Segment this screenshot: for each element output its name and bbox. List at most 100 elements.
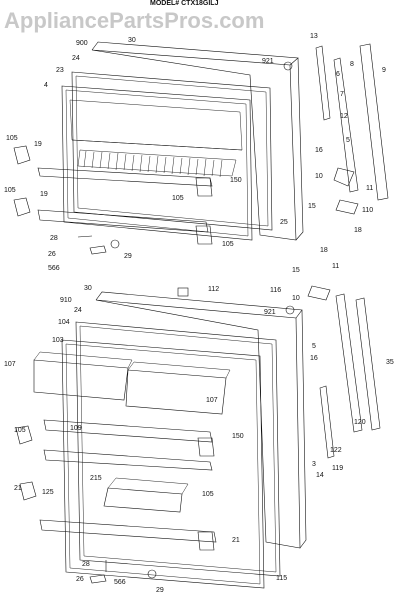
callout-label: 8: [350, 61, 354, 68]
freezer-ribbed-shelf: [77, 149, 237, 178]
callout-label: 110: [362, 207, 373, 214]
callout-label: 105: [222, 241, 234, 248]
freezer-hinge-bar: [315, 45, 331, 121]
freezer-handle-2: [359, 43, 389, 201]
fresh-shim-26: [89, 574, 107, 584]
callout-label: 16: [315, 147, 323, 154]
freezer-door-panel: [91, 49, 297, 241]
fresh-gasket: [75, 321, 281, 577]
callout-label: 105: [4, 187, 16, 194]
fresh-door-panel: [95, 299, 301, 549]
callout-label: 15: [292, 267, 300, 274]
callout-label: 13: [310, 33, 318, 40]
freezer-screw-921: [283, 61, 293, 71]
callout-label: 15: [308, 203, 316, 210]
callout-label: 10: [315, 173, 323, 180]
fresh-hinge-plate: [307, 285, 331, 301]
callout-label: 105: [14, 427, 26, 434]
freezer-left-bracket-2: [13, 197, 31, 217]
freezer-handle-1: [333, 57, 359, 193]
fresh-door-liner: [61, 339, 265, 589]
fresh-hinge-bar: [319, 385, 335, 459]
callout-label: 28: [50, 235, 58, 242]
freezer-gasket: [71, 71, 273, 231]
callout-label: 900: [76, 40, 88, 47]
callout-label: 910: [60, 297, 72, 304]
freezer-shelf-rail-lower: [37, 209, 209, 233]
fresh-rail-bracket-1: [197, 437, 215, 457]
callout-label: 105: [202, 491, 214, 498]
fresh-handle-2: [355, 297, 381, 431]
freezer-rail-bracket-2: [195, 225, 213, 245]
callout-label: 14: [316, 472, 324, 479]
fresh-callout-labels: 30 112 910 116 18 15 11 24 10 921 104 10…: [4, 247, 394, 594]
fresh-bin-right: [125, 369, 227, 415]
freezer-rail-bracket-1: [195, 177, 213, 197]
callout-label: 105: [6, 135, 18, 142]
callout-label: 566: [48, 265, 60, 272]
fresh-shelf-rail-2: [43, 449, 213, 471]
callout-label: 150: [230, 177, 242, 184]
watermark-text: AppliancePartsPros.com: [4, 8, 264, 33]
callout-label: 5: [312, 343, 316, 350]
callout-label: 104: [58, 319, 70, 326]
callout-label: 5: [346, 137, 350, 144]
freezer-left-bracket-1: [13, 145, 31, 165]
fresh-food-door-assembly: [15, 285, 381, 589]
fresh-shelf-rail-1: [43, 419, 213, 443]
callout-label: 21: [14, 485, 22, 492]
callout-label: 112: [208, 286, 219, 293]
callout-label: 122: [330, 447, 342, 454]
freezer-shelf-rail-upper: [37, 167, 213, 187]
callout-label: 215: [90, 475, 102, 482]
callout-label: 4: [44, 82, 48, 89]
freezer-door-assembly: [13, 41, 389, 255]
fresh-dairy-bin: [103, 487, 183, 513]
callout-label: 6: [336, 71, 340, 78]
freezer-plug-29: [110, 239, 120, 249]
callout-label: 24: [72, 55, 80, 62]
callout-label: 29: [124, 253, 132, 260]
callout-label: 26: [48, 251, 56, 258]
header-text: MODEL# CTX18GILJ: [150, 0, 219, 7]
freezer-shim-26: [89, 245, 107, 255]
callout-label: 105: [172, 195, 184, 202]
freezer-callout-labels: 900 30 24 23 4 921 13 6 8 9 7 12 5 105 1…: [4, 33, 386, 272]
fresh-bin-left: [33, 359, 129, 401]
callout-label: 19: [34, 141, 42, 148]
callout-label: 25: [280, 219, 288, 226]
callout-label: 119: [332, 465, 343, 472]
callout-label: 11: [366, 185, 373, 192]
fresh-part-112: [177, 287, 189, 297]
callout-label: 125: [42, 489, 54, 496]
callout-label: 16: [310, 355, 318, 362]
fresh-screw-921: [285, 305, 295, 315]
callout-label: 35: [386, 359, 394, 366]
freezer-door-liner: [61, 85, 253, 241]
callout-label: 103: [52, 337, 64, 344]
callout-label: 29: [156, 587, 164, 594]
callout-label: 921: [264, 309, 276, 316]
callout-label: 7: [340, 91, 344, 98]
callout-label: 12: [340, 113, 348, 120]
callout-label: 23: [56, 67, 64, 74]
fresh-handle-1: [335, 293, 363, 433]
callout-label: 107: [4, 361, 16, 368]
callout-label: 107: [206, 397, 218, 404]
callout-label: 24: [74, 307, 82, 314]
callout-label: 566: [114, 579, 126, 586]
callout-label: 9: [382, 67, 386, 74]
fresh-left-bracket-1: [15, 425, 33, 445]
callout-label: 21: [232, 537, 240, 544]
callout-label: 921: [262, 58, 274, 65]
callout-label: 19: [40, 191, 48, 198]
callout-label: 116: [270, 287, 281, 294]
callout-label: 26: [76, 576, 84, 583]
freezer-hinge-bracket: [333, 167, 355, 187]
freezer-hinge-plate: [335, 199, 359, 215]
callout-label: 120: [354, 419, 366, 426]
fresh-shelf-rail-3: [39, 519, 217, 543]
callout-label: 3: [312, 461, 316, 468]
callout-label: 30: [128, 37, 136, 44]
